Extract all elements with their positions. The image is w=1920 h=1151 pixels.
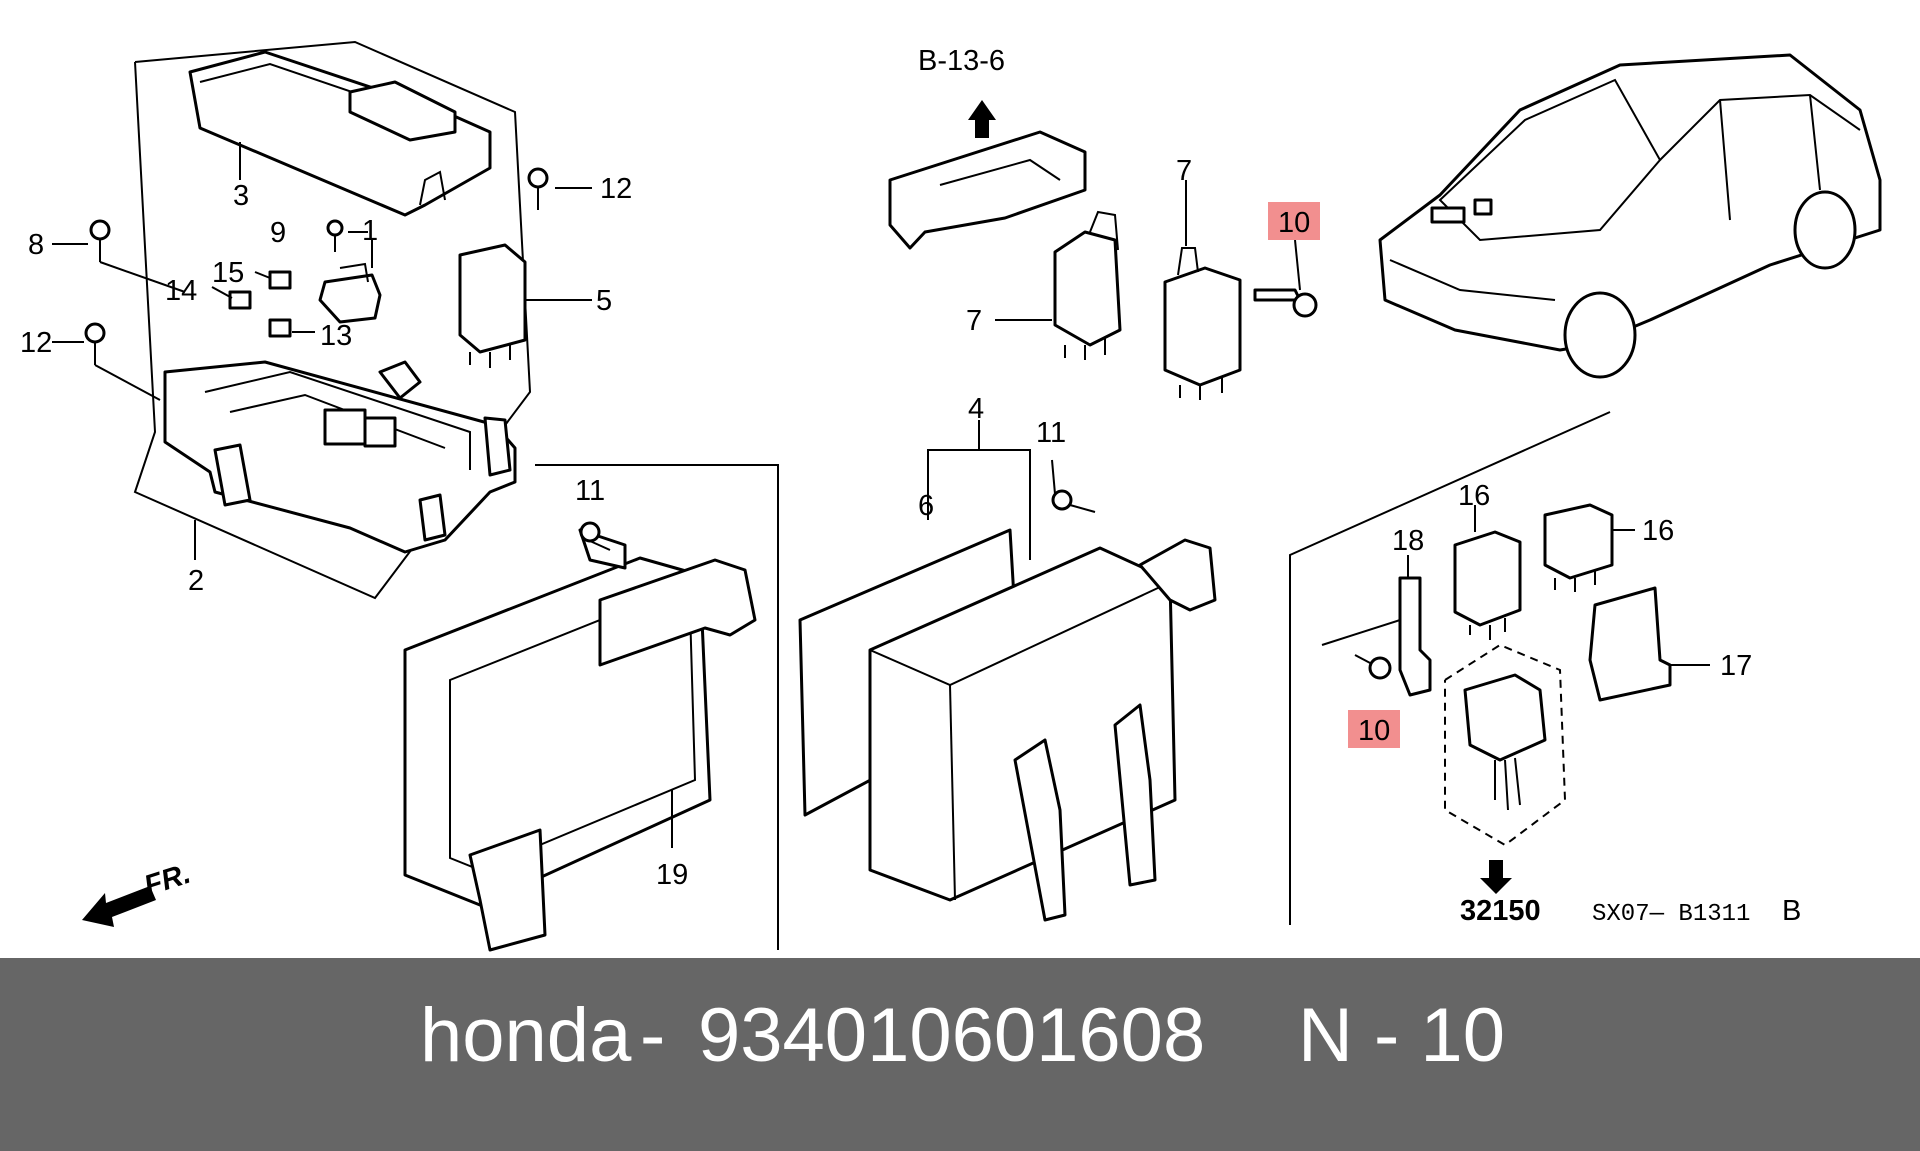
part-label-10a: 10 (1278, 207, 1310, 239)
part-label-16a: 16 (1458, 480, 1490, 512)
bolt-10-top (1253, 239, 1318, 318)
part-label-1: 1 (362, 215, 378, 247)
part-label-15: 15 (212, 257, 244, 289)
middle-bracket (888, 100, 1087, 250)
part-label-17: 17 (1720, 650, 1752, 682)
part-label-18: 18 (1392, 525, 1424, 557)
position-code: N - 10 (1298, 993, 1505, 1078)
parts-diagram: B-13-6 FR. 1 2 3 4 5 6 7 7 8 9 10 10 11 … (20, 40, 1882, 952)
part-label-12a: 12 (20, 327, 52, 359)
part-label-13: 13 (320, 320, 352, 352)
part-label-11a: 11 (575, 475, 605, 507)
fuse-box-cover (188, 50, 492, 217)
unit-4-group (798, 420, 1217, 922)
ref-label-top: B-13-6 (918, 45, 1005, 77)
part-label-14: 14 (165, 275, 197, 307)
part-label-8: 8 (28, 229, 44, 261)
part-label-2: 2 (188, 565, 204, 597)
vehicle-illustration (1378, 53, 1882, 379)
highlight-box-10-top (1268, 202, 1320, 240)
part-label-10b: 10 (1358, 715, 1390, 747)
part-label-7a: 7 (966, 305, 982, 337)
part-label-5: 5 (596, 285, 612, 317)
part-label-4: 4 (968, 393, 984, 425)
control-unit-19 (403, 464, 779, 952)
ref-label-bottom: 32150 (1460, 895, 1541, 927)
relay-7-right (1163, 180, 1242, 400)
part-labels: B-13-6 FR. 1 2 3 4 5 6 7 7 8 9 10 10 11 … (20, 45, 1801, 928)
part-label-16b: 16 (1642, 515, 1674, 547)
fuse-box-base (163, 360, 517, 554)
bolts-left (84, 167, 549, 365)
part-label-19: 19 (656, 859, 688, 891)
part-label-7b: 7 (1176, 155, 1192, 187)
relay-5 (458, 243, 527, 368)
brand-name: honda (420, 993, 632, 1078)
leader-lines-left (52, 142, 592, 560)
caption-separator: - (640, 993, 666, 1078)
caption-bar: honda - 934010601608 N - 10 (0, 958, 1920, 1151)
fuse-box-group (52, 40, 592, 600)
part-label-12b: 12 (600, 173, 632, 205)
front-label: FR. (140, 858, 194, 903)
diagram-suffix: B (1782, 895, 1801, 927)
part-label-11b: 11 (1036, 417, 1066, 449)
part-label-3: 3 (233, 180, 249, 212)
small-fuses (228, 262, 382, 338)
relay-7-left (995, 210, 1122, 360)
right-detail-group (1289, 411, 1710, 925)
part-number: 934010601608 (698, 993, 1206, 1078)
front-arrow-icon (82, 886, 156, 927)
diagram-code: SX07— B1311 (1592, 901, 1750, 928)
highlight-box-10-bottom (1348, 710, 1400, 748)
part-label-6: 6 (918, 490, 934, 522)
part-label-9: 9 (270, 217, 286, 249)
